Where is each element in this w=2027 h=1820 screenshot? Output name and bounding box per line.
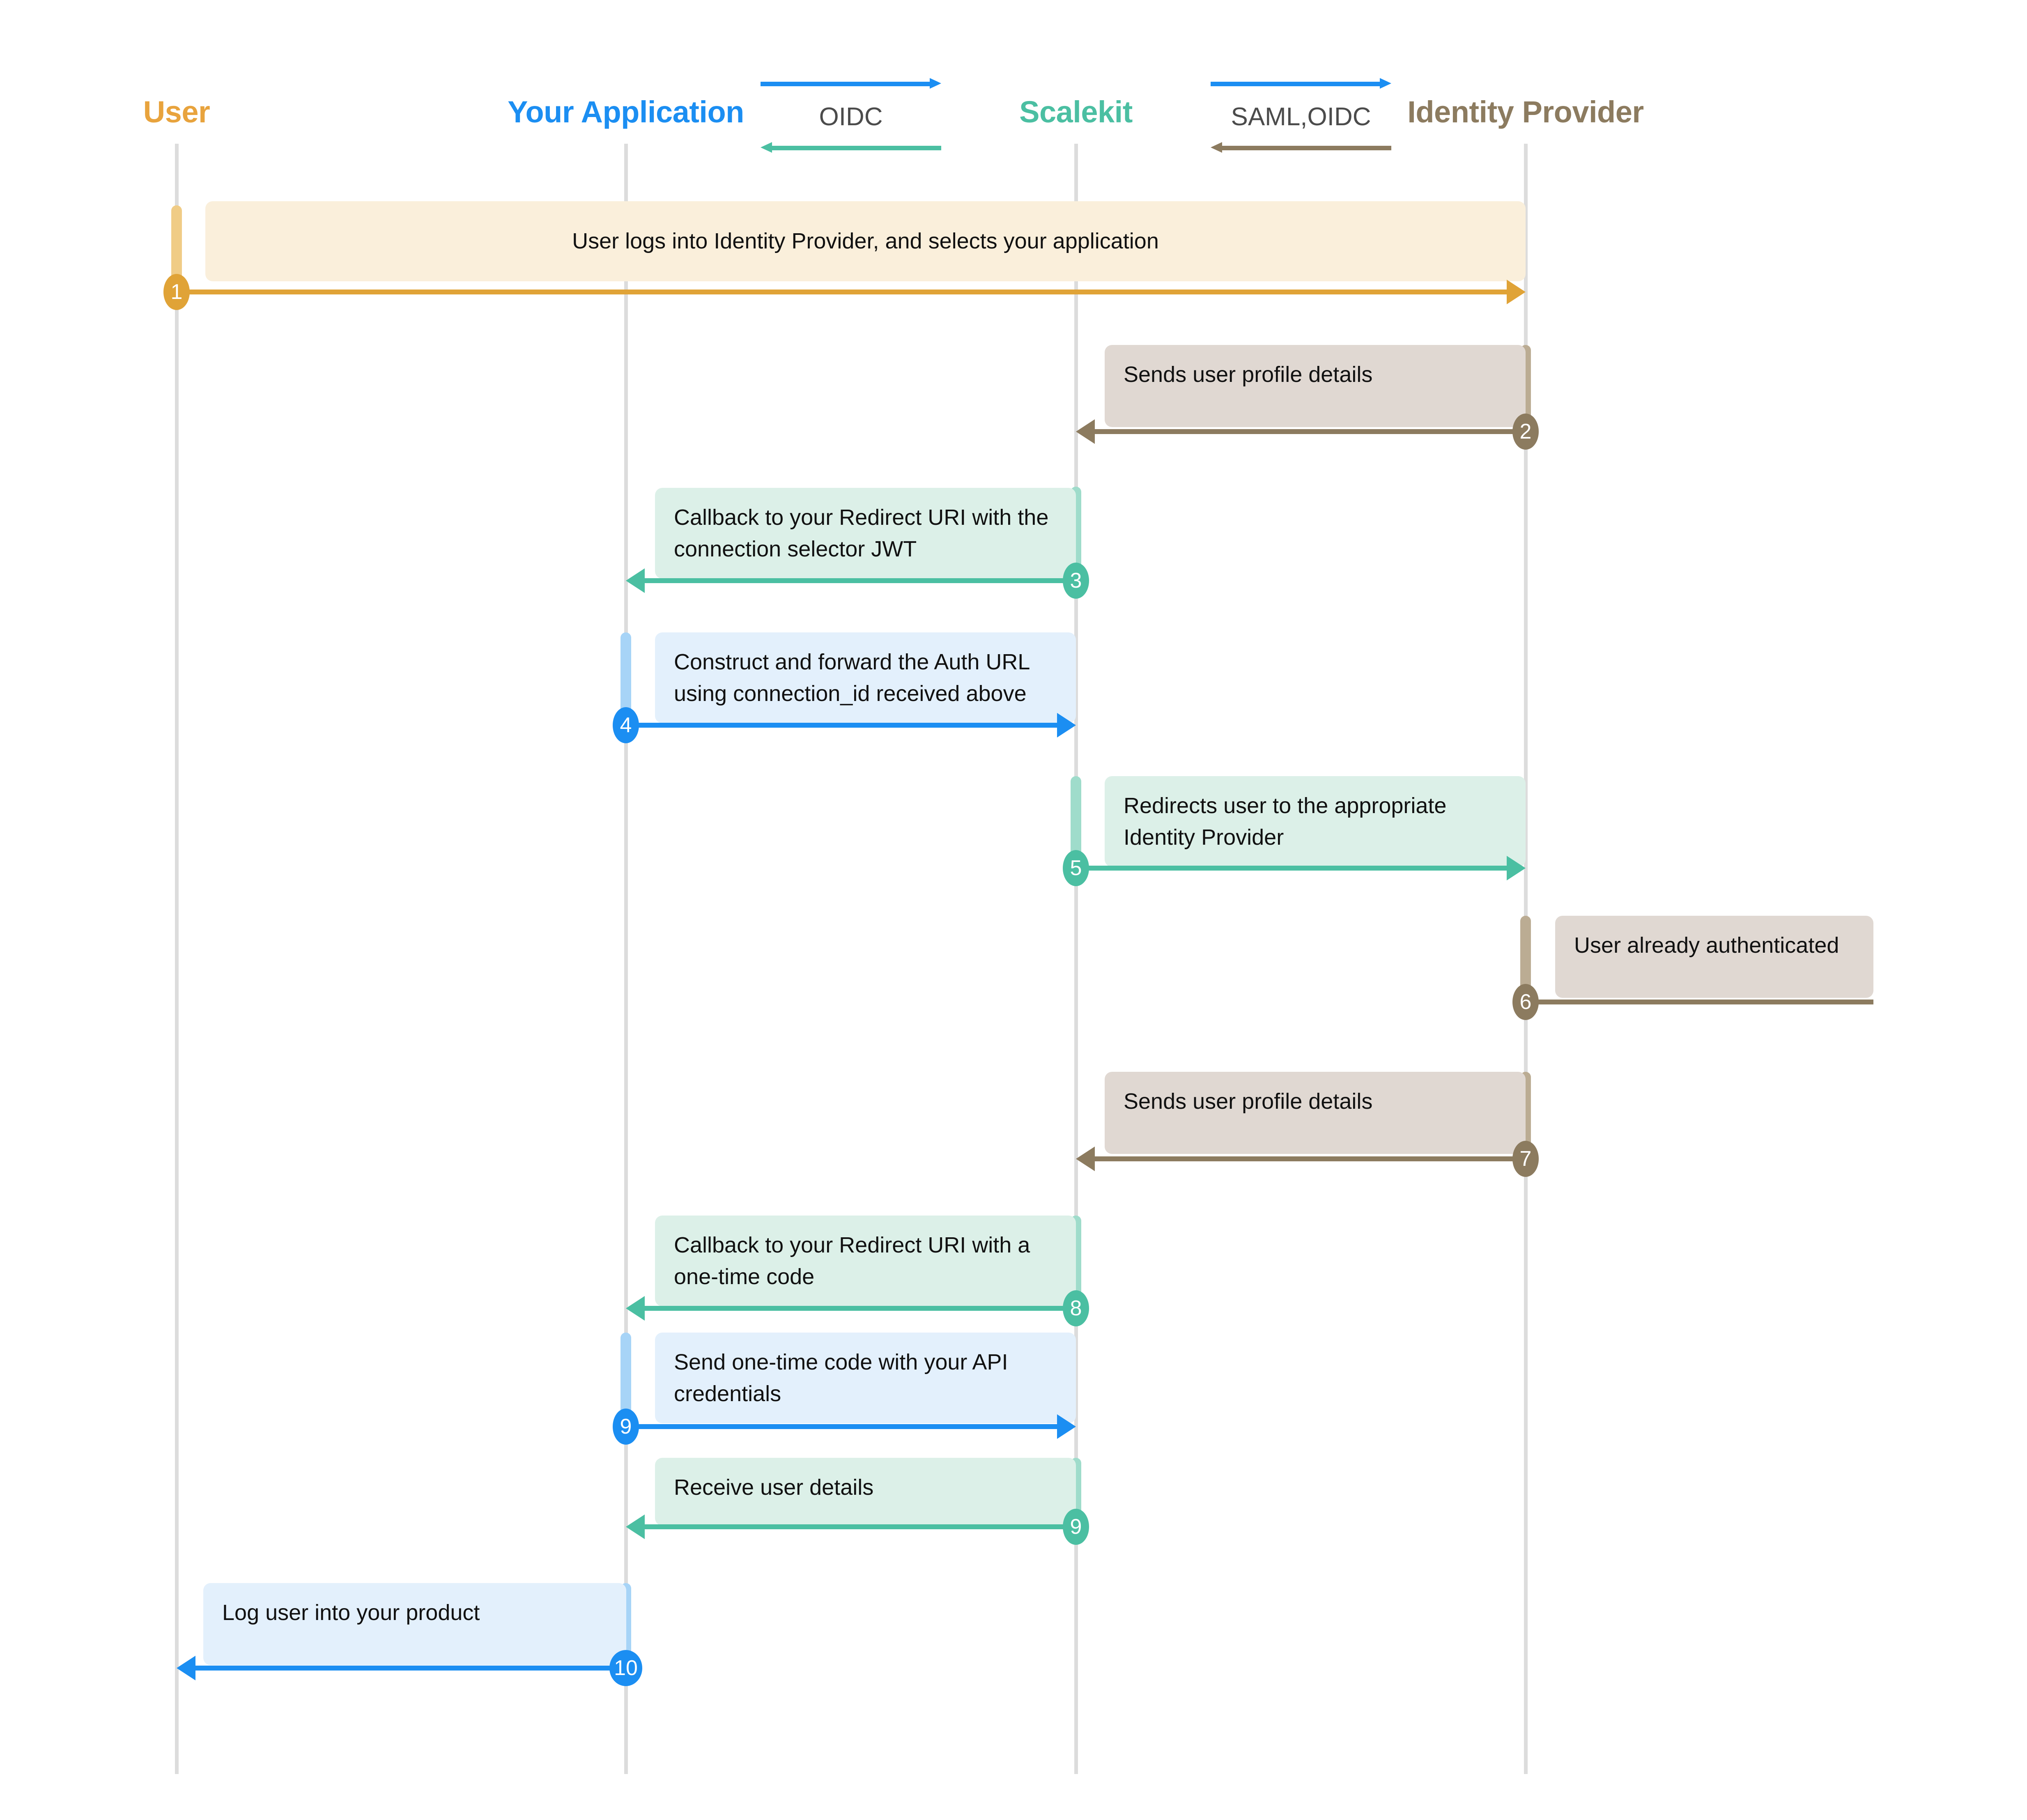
message-arrow-line — [195, 1666, 626, 1671]
message-text: Sends user profile details — [1124, 1089, 1373, 1114]
lifeline-app — [624, 144, 628, 1774]
legend-arrowhead-icon — [1380, 78, 1391, 89]
message-arrowhead-right-icon — [1507, 280, 1526, 304]
step-number-badge[interactable]: 9 — [1063, 1509, 1089, 1545]
legend-arrow-shaft — [1211, 82, 1381, 86]
message-text: User already authenticated — [1574, 933, 1839, 958]
message-text: User logs into Identity Provider, and se… — [572, 229, 1159, 254]
activation-bar-user — [171, 205, 182, 285]
legend-arrowhead-icon — [1211, 142, 1222, 153]
message-arrow-line — [645, 1524, 1076, 1529]
message-arrow-line — [645, 1306, 1076, 1311]
step-number-badge[interactable]: 1 — [163, 274, 190, 310]
legend-arrow-shaft — [761, 82, 931, 86]
message-label-box: Sends user profile details — [1105, 1072, 1526, 1154]
message-label-box: Log user into your product — [203, 1583, 626, 1665]
message-label-box: Callback to your Redirect URI with a one… — [655, 1216, 1076, 1307]
protocol-legend-label: SAML,OIDC — [1231, 103, 1371, 131]
message-arrow-line — [1076, 866, 1507, 871]
step-number-badge[interactable]: 3 — [1063, 563, 1089, 599]
step-number-badge[interactable]: 7 — [1512, 1141, 1539, 1177]
message-arrow-line — [626, 723, 1057, 728]
legend-arrow-outbound-icon — [761, 78, 941, 89]
message-text: Callback to your Redirect URI with the c… — [674, 505, 1049, 561]
legend-arrow-inbound-icon — [1211, 142, 1391, 153]
legend-arrowhead-icon — [930, 78, 941, 89]
message-label-box: Receive user details — [655, 1458, 1076, 1526]
message-text: Log user into your product — [222, 1600, 480, 1625]
message-arrowhead-right-icon — [1507, 856, 1526, 880]
step-number-badge[interactable]: 2 — [1512, 414, 1539, 450]
message-arrowhead-right-icon — [1057, 1414, 1076, 1439]
message-arrowhead-left-icon — [626, 1514, 645, 1539]
protocol-legend-app-scalekit: OIDC — [761, 78, 941, 153]
message-text: Redirects user to the appropriate Identi… — [1124, 793, 1447, 850]
legend-arrow-shaft — [771, 146, 941, 150]
message-label-box: Construct and forward the Auth URL using… — [655, 632, 1076, 724]
message-arrowhead-left-icon — [626, 568, 645, 593]
message-arrowhead-left-icon — [177, 1656, 195, 1680]
legend-arrow-outbound-icon — [1211, 78, 1391, 89]
message-label-box: Send one-time code with your API credent… — [655, 1333, 1076, 1424]
message-text: Callback to your Redirect URI with a one… — [674, 1233, 1030, 1289]
message-arrow-line — [626, 1424, 1057, 1429]
message-text: Send one-time code with your API credent… — [674, 1350, 1008, 1406]
message-arrowhead-left-icon — [626, 1296, 645, 1321]
step-number-badge[interactable]: 9 — [613, 1409, 639, 1445]
message-text: Construct and forward the Auth URL using… — [674, 650, 1030, 706]
message-text: Receive user details — [674, 1475, 874, 1500]
step-number-badge[interactable]: 5 — [1063, 850, 1089, 886]
activation-bar-app — [621, 632, 631, 715]
lifeline-user — [175, 144, 179, 1774]
step-number-badge[interactable]: 10 — [609, 1650, 642, 1686]
message-label-box: User logs into Identity Provider, and se… — [205, 201, 1526, 281]
activation-bar-scalekit — [1071, 776, 1081, 860]
message-arrowhead-right-icon — [1057, 713, 1076, 738]
actor-header-scalekit: Scalekit — [1019, 95, 1133, 129]
message-arrow-line — [645, 578, 1076, 583]
message-text: Sends user profile details — [1124, 362, 1373, 387]
message-arrowhead-left-icon — [1076, 419, 1095, 444]
message-label-box: Redirects user to the appropriate Identi… — [1105, 776, 1526, 867]
protocol-legend-scalekit-idp: SAML,OIDC — [1211, 78, 1391, 153]
message-arrow-line — [177, 290, 1507, 294]
step-number-badge[interactable]: 6 — [1512, 984, 1539, 1020]
legend-arrowhead-icon — [761, 142, 772, 153]
legend-arrow-shaft — [1221, 146, 1391, 150]
message-arrow-line — [1095, 429, 1526, 434]
message-arrow-line — [1095, 1156, 1526, 1161]
legend-arrow-inbound-icon — [761, 142, 941, 153]
message-label-box: User already authenticated — [1555, 916, 1873, 998]
message-label-box: Callback to your Redirect URI with the c… — [655, 488, 1076, 579]
activation-bar-idp — [1520, 916, 1531, 994]
actor-header-user: User — [143, 95, 210, 129]
message-arrowhead-left-icon — [1076, 1147, 1095, 1171]
actor-header-idp: Identity Provider — [1407, 95, 1644, 129]
actor-header-app: Your Application — [508, 95, 744, 129]
step-number-badge[interactable]: 8 — [1063, 1290, 1089, 1326]
activation-bar-app — [621, 1333, 631, 1415]
protocol-legend-label: OIDC — [819, 103, 883, 131]
lifeline-scalekit — [1074, 144, 1078, 1774]
message-self-line — [1526, 1000, 1873, 1004]
message-label-box: Sends user profile details — [1105, 345, 1526, 427]
step-number-badge[interactable]: 4 — [613, 707, 639, 743]
